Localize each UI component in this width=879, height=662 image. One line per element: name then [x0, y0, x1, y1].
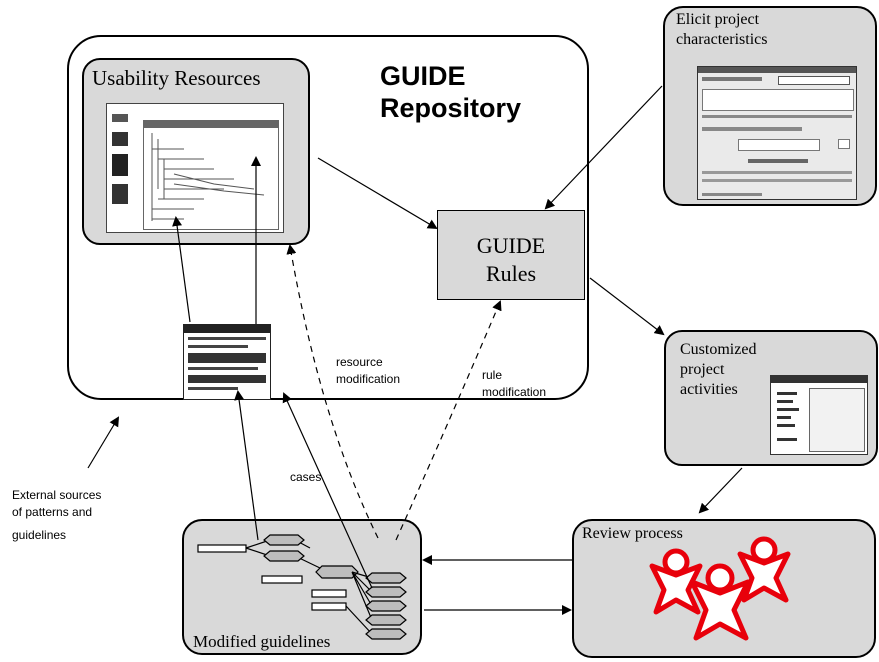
- resource-modification-line2: modification: [336, 372, 401, 386]
- resource-modification-line1: resource: [336, 355, 383, 369]
- arrow-customized-to-review: [698, 467, 743, 514]
- customized-line2: project: [680, 361, 725, 378]
- external-sources-label: External sources of patterns and guideli…: [12, 487, 101, 544]
- elicit-label: Elicit project characteristics: [676, 10, 768, 50]
- modified-guidelines-label: Modified guidelines: [193, 632, 331, 651]
- elicit-line2: characteristics: [676, 31, 768, 48]
- arrow-resources-to-rules: [317, 157, 438, 230]
- arrow-resource-modification: [286, 244, 379, 539]
- guide-rules-line1: GUIDE: [476, 233, 546, 258]
- elicit-form-screenshot: [697, 66, 857, 200]
- arrow-guideline-to-cases-1: [234, 390, 259, 541]
- customized-line3: activities: [680, 381, 738, 398]
- customized-label: Customized project activities: [680, 340, 756, 400]
- customized-activities-screenshot: [770, 375, 868, 455]
- cases-label: cases: [290, 470, 322, 484]
- repository-title-line1: GUIDE: [380, 61, 466, 91]
- arrow-rules-to-customized: [589, 277, 665, 336]
- guide-rules-label: GUIDE Rules: [437, 232, 585, 288]
- rule-modification-line2: modification: [482, 385, 547, 399]
- external-sources-line1: External sources: [12, 488, 102, 502]
- arrow-external-to-repository: [87, 416, 120, 469]
- external-sources-line3: guidelines: [12, 528, 67, 542]
- resource-modification-label: resource modification: [336, 354, 400, 388]
- arrow-elicit-to-rules: [544, 85, 663, 210]
- person-figure-right: [737, 536, 791, 603]
- review-process-label: Review process: [582, 525, 683, 542]
- guide-rules-box: [437, 210, 585, 300]
- usability-resources-label: Usability Resources: [92, 66, 261, 90]
- repository-title-line2: Repository: [380, 93, 522, 123]
- rule-modification-label: rule modification: [482, 367, 546, 401]
- external-sources-line2: of patterns and: [12, 505, 93, 519]
- person-figure-center: [689, 563, 751, 641]
- arrow-guideline-to-cases-2: [282, 392, 373, 589]
- arrow-cases-to-resources-1: [172, 216, 191, 323]
- rule-modification-line1: rule: [482, 368, 503, 382]
- cases-screenshot: [183, 324, 271, 400]
- elicit-line1: Elicit project: [676, 11, 760, 28]
- person-figure-left: [649, 548, 703, 615]
- arrow-rule-modification: [395, 300, 502, 541]
- guide-rules-line2: Rules: [485, 261, 537, 286]
- customized-line1: Customized: [680, 341, 757, 358]
- repository-title: GUIDE Repository: [380, 60, 521, 124]
